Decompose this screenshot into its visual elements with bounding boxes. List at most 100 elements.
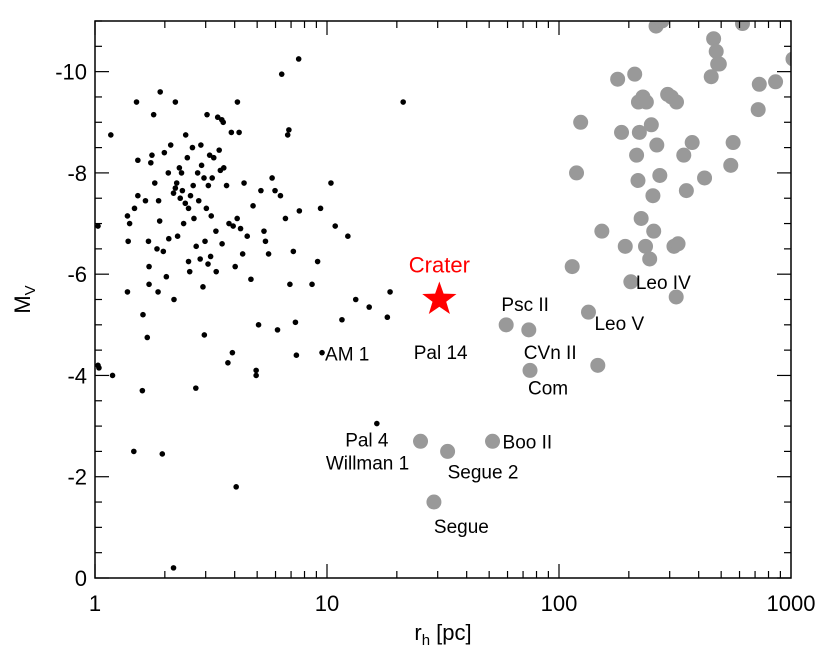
- cluster-point: [213, 228, 219, 234]
- cluster-point: [269, 175, 275, 181]
- cluster-point: [151, 180, 158, 186]
- x-tick-label: 1: [89, 591, 101, 616]
- dwarf-galaxy-point: [521, 322, 537, 338]
- point-label: CVn II: [524, 343, 577, 364]
- x-axis-label-subscript: h: [422, 632, 430, 649]
- cluster-point: [234, 215, 240, 222]
- cluster-point: [197, 256, 203, 262]
- dwarf-galaxy-point: [498, 317, 514, 333]
- point-label: Willman 1: [326, 453, 409, 474]
- dwarf-galaxy-point: [735, 21, 751, 32]
- cluster-point: [309, 281, 315, 288]
- cluster-point: [171, 296, 177, 303]
- cluster-point: [165, 170, 172, 176]
- cluster-point: [149, 152, 155, 158]
- cluster-point: [170, 190, 177, 196]
- cluster-point: [286, 127, 292, 133]
- x-axis-label: rh [pc]: [414, 620, 471, 649]
- cluster-point: [142, 197, 149, 204]
- cluster-point: [216, 147, 222, 153]
- cluster-point: [155, 289, 161, 295]
- cluster-point: [155, 197, 162, 204]
- cluster-point: [284, 132, 291, 138]
- cluster-point: [193, 385, 199, 391]
- cluster-point: [202, 238, 208, 245]
- cluster-point: [165, 235, 172, 242]
- dwarf-galaxy-point: [638, 94, 654, 110]
- y-tick-label: -6: [67, 262, 87, 287]
- dwarf-galaxy-point: [785, 51, 791, 67]
- cluster-point: [208, 213, 215, 219]
- dwarf-galaxy-point: [633, 210, 649, 226]
- cluster-point: [187, 192, 194, 199]
- dwarf-galaxy-point: [751, 76, 767, 92]
- cluster-point: [314, 258, 321, 265]
- cluster-point: [282, 215, 289, 222]
- cluster-point: [186, 268, 193, 275]
- cluster-point: [198, 162, 205, 169]
- cluster-point: [148, 159, 154, 166]
- y-axis-label-subscript: V: [22, 285, 39, 295]
- cluster-point: [182, 200, 189, 207]
- x-axis-label-main: r: [414, 620, 421, 645]
- cluster-point: [234, 99, 241, 105]
- cluster-point: [400, 99, 406, 105]
- cluster-point: [265, 251, 272, 257]
- cluster-point: [274, 327, 281, 333]
- cluster-point: [206, 152, 213, 158]
- dwarf-galaxy-point: [630, 173, 646, 189]
- dwarf-galaxy-point: [668, 289, 684, 305]
- cluster-point: [319, 349, 325, 356]
- dwarf-galaxy-point: [643, 117, 659, 133]
- dwarf-galaxy-point: [573, 114, 589, 130]
- cluster-point: [201, 332, 208, 338]
- dwarf-galaxy-point: [610, 71, 626, 87]
- dwarf-galaxy-point: [703, 69, 719, 85]
- dwarf-galaxy-point: [617, 238, 633, 254]
- cluster-point: [182, 132, 189, 138]
- highlight-star-point: [422, 281, 457, 315]
- cluster-point: [185, 258, 192, 265]
- point-label: Segue: [434, 517, 489, 538]
- point-label: Segue 2: [448, 462, 519, 483]
- cluster-point: [179, 187, 186, 194]
- cluster-point: [145, 238, 152, 245]
- cluster-point: [131, 448, 137, 455]
- y-axis-label-main: M: [10, 295, 35, 313]
- cluster-point: [292, 319, 299, 326]
- dwarf-galaxy-point: [623, 274, 639, 290]
- dwarf-galaxy-point: [697, 170, 713, 186]
- y-tick-label: -4: [67, 363, 87, 388]
- cluster-point: [317, 205, 324, 212]
- cluster-point: [159, 451, 166, 457]
- cluster-point: [262, 238, 269, 245]
- dwarf-galaxy-point: [426, 494, 442, 510]
- cluster-point: [244, 233, 251, 240]
- cluster-point: [95, 223, 101, 229]
- cluster-point: [205, 182, 212, 189]
- cluster-point: [140, 311, 146, 318]
- cluster-point: [339, 316, 345, 323]
- y-axis-ticks: -10-8-6-4-20: [55, 20, 791, 591]
- y-tick-label: -2: [67, 465, 87, 490]
- data-marks: [95, 21, 791, 571]
- cluster-point: [170, 565, 177, 571]
- cluster-point: [133, 99, 140, 105]
- cluster-point: [203, 205, 210, 212]
- y-tick-label: 0: [75, 566, 87, 591]
- y-tick-label: -8: [67, 161, 87, 186]
- dwarf-galaxy-point: [638, 238, 654, 254]
- dwarf-galaxy-point: [669, 94, 685, 110]
- cluster-point: [135, 157, 141, 164]
- cluster-point: [131, 205, 138, 212]
- x-tick-label: 1000: [767, 591, 816, 616]
- cluster-point: [241, 180, 247, 186]
- dwarf-galaxy-point: [678, 183, 694, 199]
- cluster-point: [374, 420, 380, 427]
- cluster-point: [160, 248, 167, 255]
- dwarf-galaxy-point: [649, 137, 665, 153]
- cluster-point: [108, 132, 114, 138]
- point-label: Com: [528, 378, 568, 399]
- cluster-point: [124, 213, 131, 219]
- dwarf-galaxy-point: [642, 251, 658, 267]
